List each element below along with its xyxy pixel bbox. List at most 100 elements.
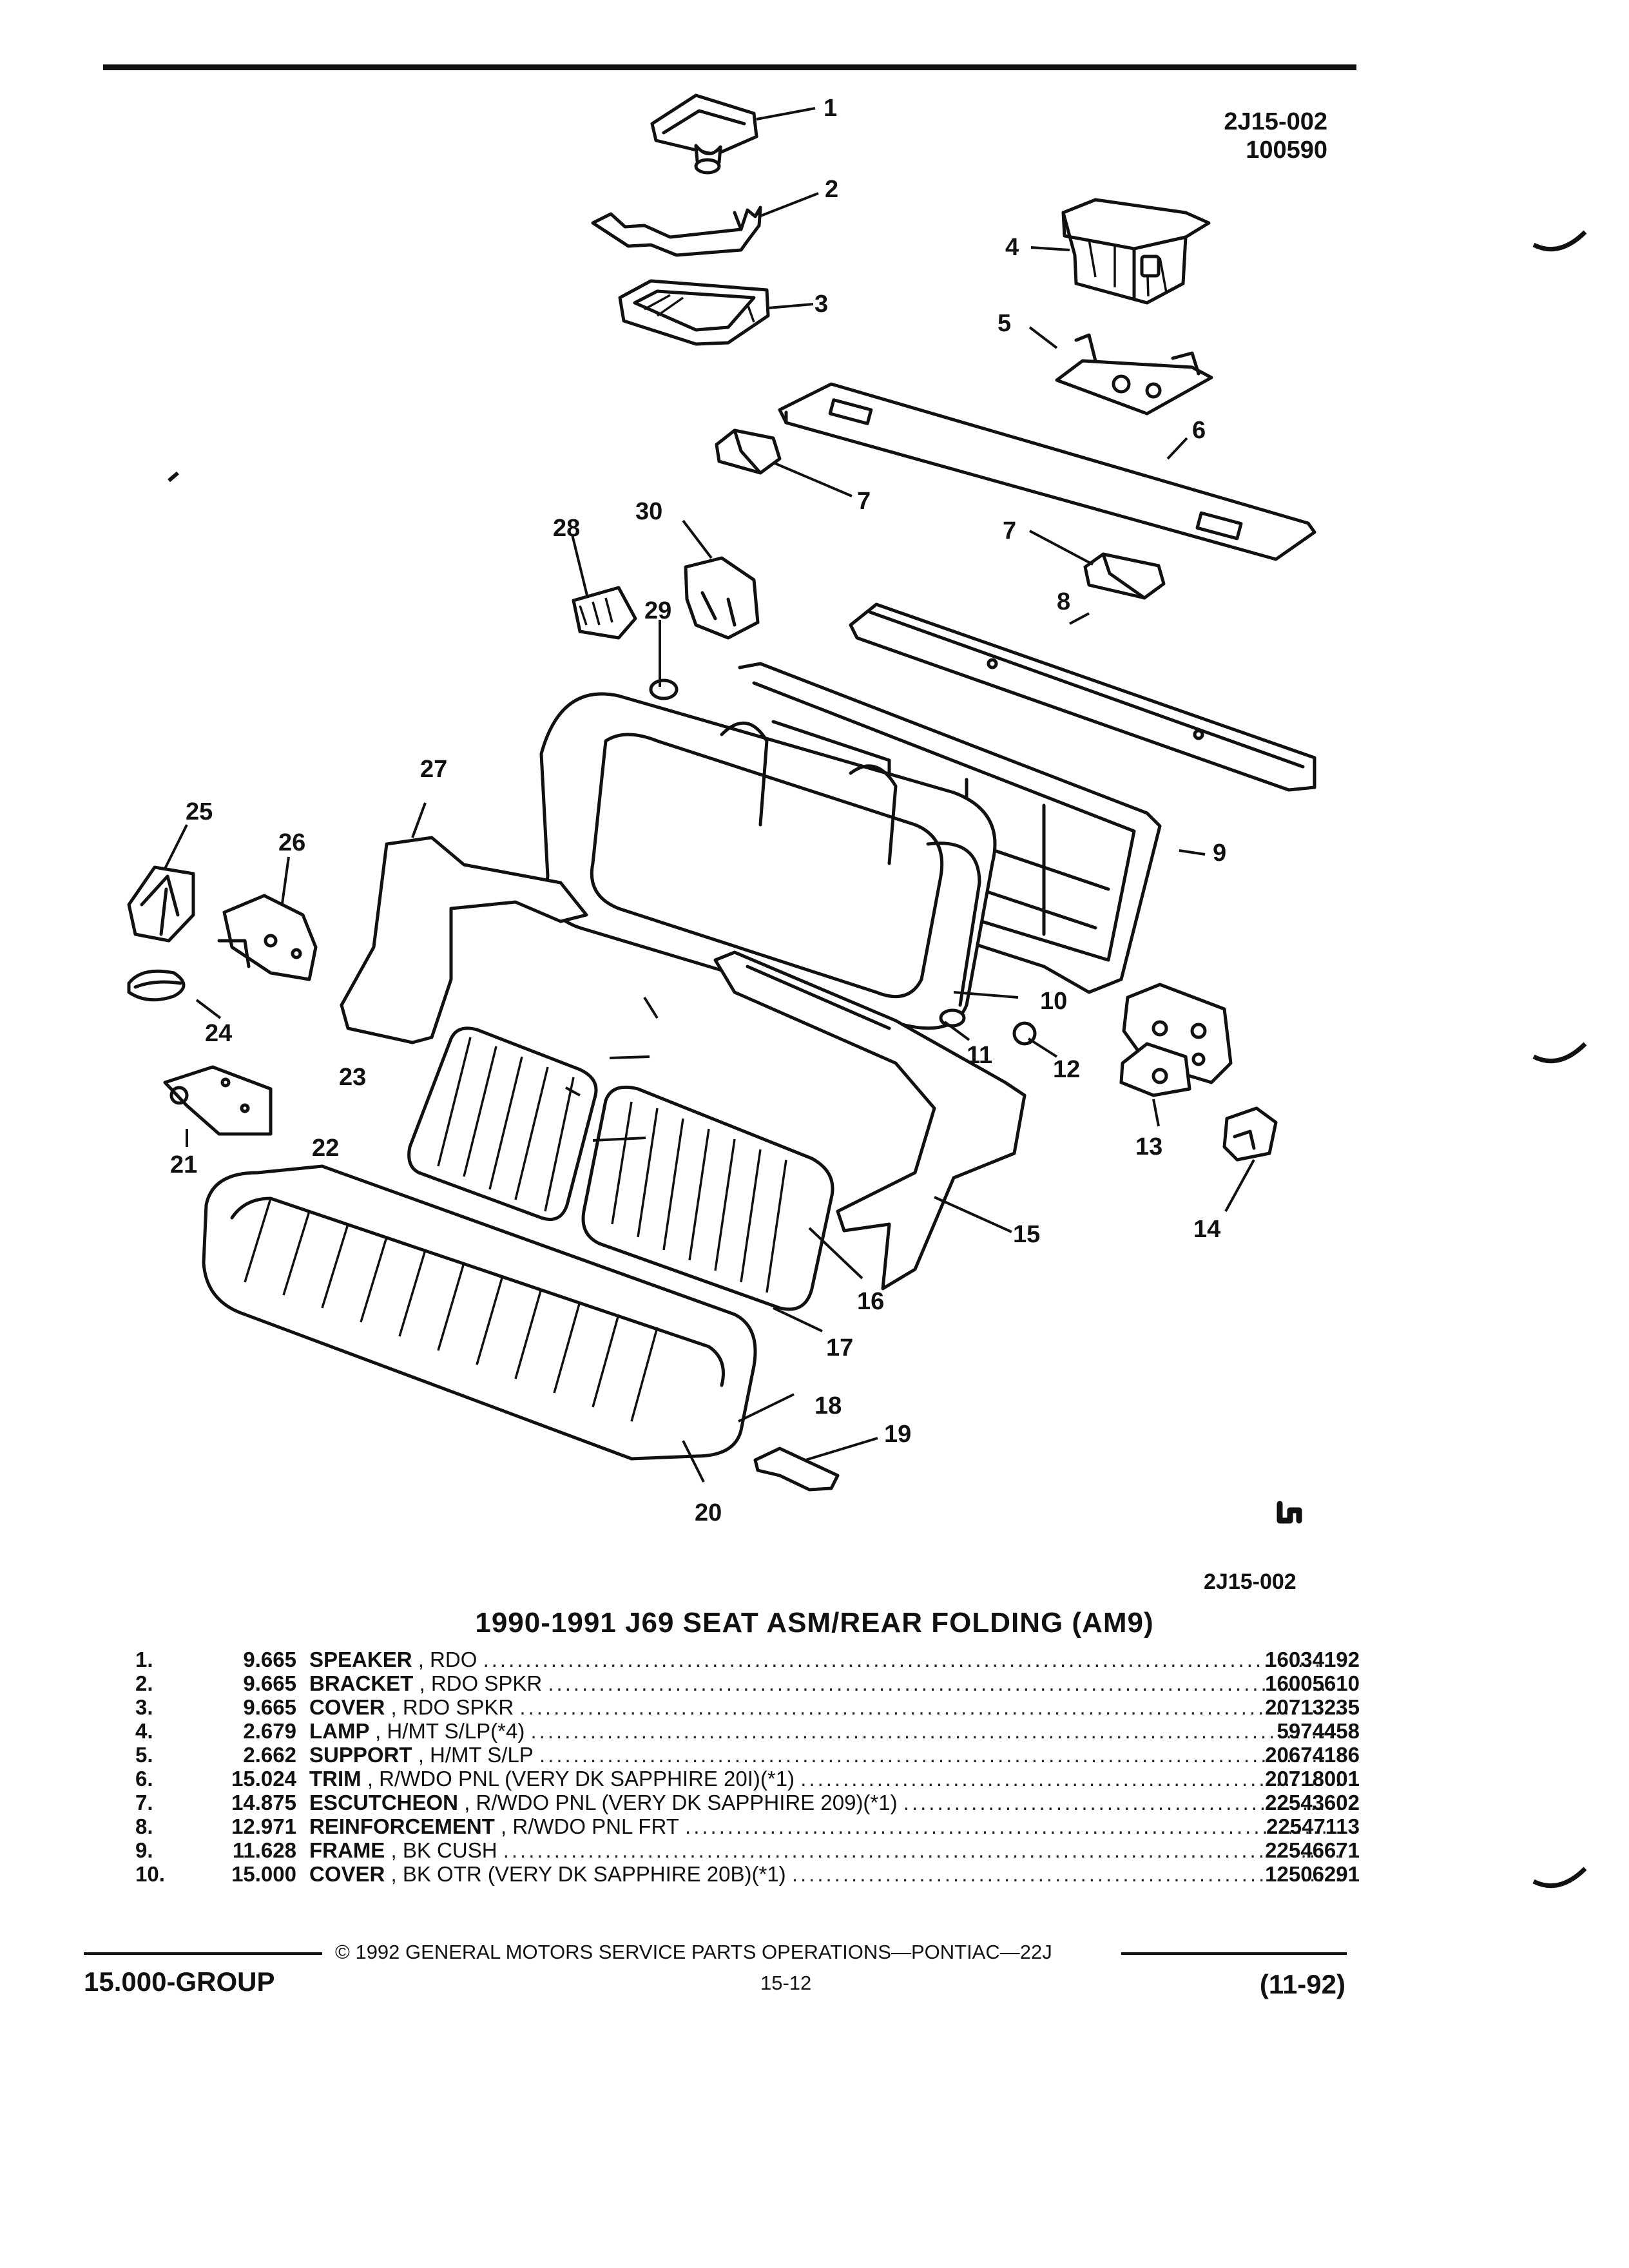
part-speaker-cover — [618, 279, 770, 346]
part-seatback-right — [581, 1085, 834, 1311]
description: SPEAKER , RDO ..........................… — [309, 1648, 1340, 1672]
part-hinge-bracket-left — [163, 1065, 273, 1136]
callout-30: 30 — [635, 498, 662, 525]
position-code: 15.024 — [231, 1767, 296, 1791]
callout-28: 28 — [553, 515, 580, 542]
callout-24: 24 — [205, 1020, 232, 1047]
part-detail: , RDO — [418, 1648, 477, 1671]
position-code: 12.971 — [231, 1814, 296, 1838]
callout-14: 14 — [1193, 1216, 1220, 1243]
item-number: 7. — [135, 1791, 153, 1814]
part-lamp — [1061, 198, 1211, 305]
part-detail: , RDO SPKR — [390, 1695, 514, 1719]
part-number: 16005610 — [1265, 1671, 1360, 1695]
table-row: 2. 9.665 BRACKET , RDO SPKR ............… — [135, 1671, 1360, 1697]
part-latch — [127, 865, 195, 943]
item-number: 3. — [135, 1695, 153, 1719]
part-speaker-bracket — [591, 206, 762, 257]
part-name: TRIM — [309, 1767, 361, 1791]
part-clip — [1222, 1106, 1278, 1162]
part-number: 20674186 — [1265, 1743, 1360, 1767]
part-speaker — [650, 93, 758, 175]
publisher-logo-mark — [1277, 1501, 1302, 1524]
callout-11: 11 — [967, 1042, 992, 1069]
position-code: 2.679 — [243, 1719, 296, 1743]
part-retainer-ring — [1012, 1021, 1037, 1046]
position-code: 9.665 — [243, 1671, 296, 1695]
footer-rule-left — [84, 1952, 322, 1955]
part-retainer-plate — [753, 1446, 840, 1492]
position-code: 15.000 — [231, 1862, 296, 1886]
part-seatback-left — [407, 1026, 598, 1221]
part-latch-bracket — [217, 894, 318, 981]
leader-lines — [163, 107, 1255, 1483]
description: REINFORCEMENT , R/WDO PNL FRT ..........… — [309, 1814, 1340, 1839]
part-detail: , RDO SPKR — [419, 1671, 543, 1695]
description: SUPPORT , H/MT S/LP ....................… — [309, 1743, 1340, 1767]
part-name: SPEAKER — [309, 1648, 412, 1671]
position-code: 9.665 — [243, 1695, 296, 1719]
footer-rule-right — [1121, 1952, 1347, 1955]
margin-tick-mark — [1532, 1867, 1587, 1888]
part-rear-window-trim — [778, 382, 1316, 561]
callout-26: 26 — [278, 829, 305, 856]
part-lamp-support — [1055, 333, 1213, 416]
diagram-footer-code: 2J15-002 — [1204, 1570, 1296, 1594]
revision-date: (11-92) — [1259, 1969, 1345, 1999]
position-code: 11.628 — [232, 1838, 296, 1862]
leader-dots: ........................................… — [903, 1791, 1340, 1814]
item-number: 2. — [135, 1671, 153, 1695]
description: ESCUTCHEON , R/WDO PNL (VERY DK SAPPHIRE… — [309, 1791, 1340, 1815]
item-number: 5. — [135, 1743, 153, 1767]
part-detail: , H/MT S/LP — [418, 1743, 534, 1767]
callout-7b: 7 — [1003, 517, 1016, 544]
part-number: 20713235 — [1265, 1695, 1360, 1719]
margin-tick-mark — [168, 471, 179, 483]
part-detail: , BK OTR (VERY DK SAPPHIRE 20B)(*1) — [390, 1862, 786, 1886]
item-number: 1. — [135, 1648, 153, 1671]
part-detail: , R/WDO PNL FRT — [501, 1814, 679, 1838]
part-name: REINFORCEMENT — [309, 1814, 495, 1838]
description: COVER , RDO SPKR .......................… — [309, 1695, 1340, 1720]
part-detail: , R/WDO PNL (VERY DK SAPPHIRE 20I)(*1) — [367, 1767, 795, 1791]
part-name: ESCUTCHEON — [309, 1791, 459, 1814]
part-back-outer-cover — [539, 692, 997, 1030]
item-number: 6. — [135, 1767, 153, 1791]
callout-15: 15 — [1013, 1221, 1040, 1248]
callout-25: 25 — [186, 798, 213, 825]
section-title: 1990-1991 J69 SEAT ASM/REAR FOLDING (AM9… — [475, 1607, 1154, 1639]
table-row: 10. 15.000 COVER , BK OTR (VERY DK SAPPH… — [135, 1862, 1360, 1888]
callout-21: 21 — [170, 1151, 197, 1178]
part-name: COVER — [309, 1862, 385, 1886]
callout-29: 29 — [644, 597, 671, 624]
description: TRIM , R/WDO PNL (VERY DK SAPPHIRE 20I)(… — [309, 1767, 1340, 1791]
callout-13: 13 — [1135, 1133, 1162, 1160]
leader-dots: ........................................… — [530, 1719, 1340, 1743]
part-number: 22547113 — [1266, 1814, 1360, 1838]
part-side-panel-left — [340, 836, 588, 1044]
description: BRACKET , RDO SPKR .....................… — [309, 1671, 1340, 1696]
part-number: 20718001 — [1265, 1767, 1360, 1791]
part-trim-bracket — [572, 586, 637, 640]
callout-3: 3 — [815, 291, 828, 318]
part-detail: , H/MT S/LP(*4) — [375, 1719, 525, 1743]
table-row: 9. 11.628 FRAME , BK CUSH ..............… — [135, 1838, 1360, 1864]
part-name: SUPPORT — [309, 1743, 412, 1767]
item-number: 4. — [135, 1719, 153, 1743]
part-escutcheon-left — [715, 428, 782, 475]
illustration-code: 2J15-002 — [1224, 108, 1327, 135]
position-code: 2.662 — [243, 1743, 296, 1767]
callout-8: 8 — [1057, 588, 1070, 615]
part-name: COVER — [309, 1695, 385, 1719]
table-row: 4. 2.679 LAMP , H/MT S/LP(*4) ..........… — [135, 1719, 1360, 1745]
position-code: 14.875 — [231, 1791, 296, 1814]
group-label: 15.000-GROUP — [84, 1966, 275, 1997]
description: COVER , BK OTR (VERY DK SAPPHIRE 20B)(*1… — [309, 1862, 1340, 1887]
table-row: 6. 15.024 TRIM , R/WDO PNL (VERY DK SAPP… — [135, 1767, 1360, 1792]
description: FRAME , BK CUSH ........................… — [309, 1838, 1340, 1863]
callout-7a: 7 — [857, 488, 871, 515]
part-seat-cushion — [202, 1164, 757, 1461]
part-detail: , R/WDO PNL (VERY DK SAPPHIRE 209)(*1) — [464, 1791, 898, 1814]
